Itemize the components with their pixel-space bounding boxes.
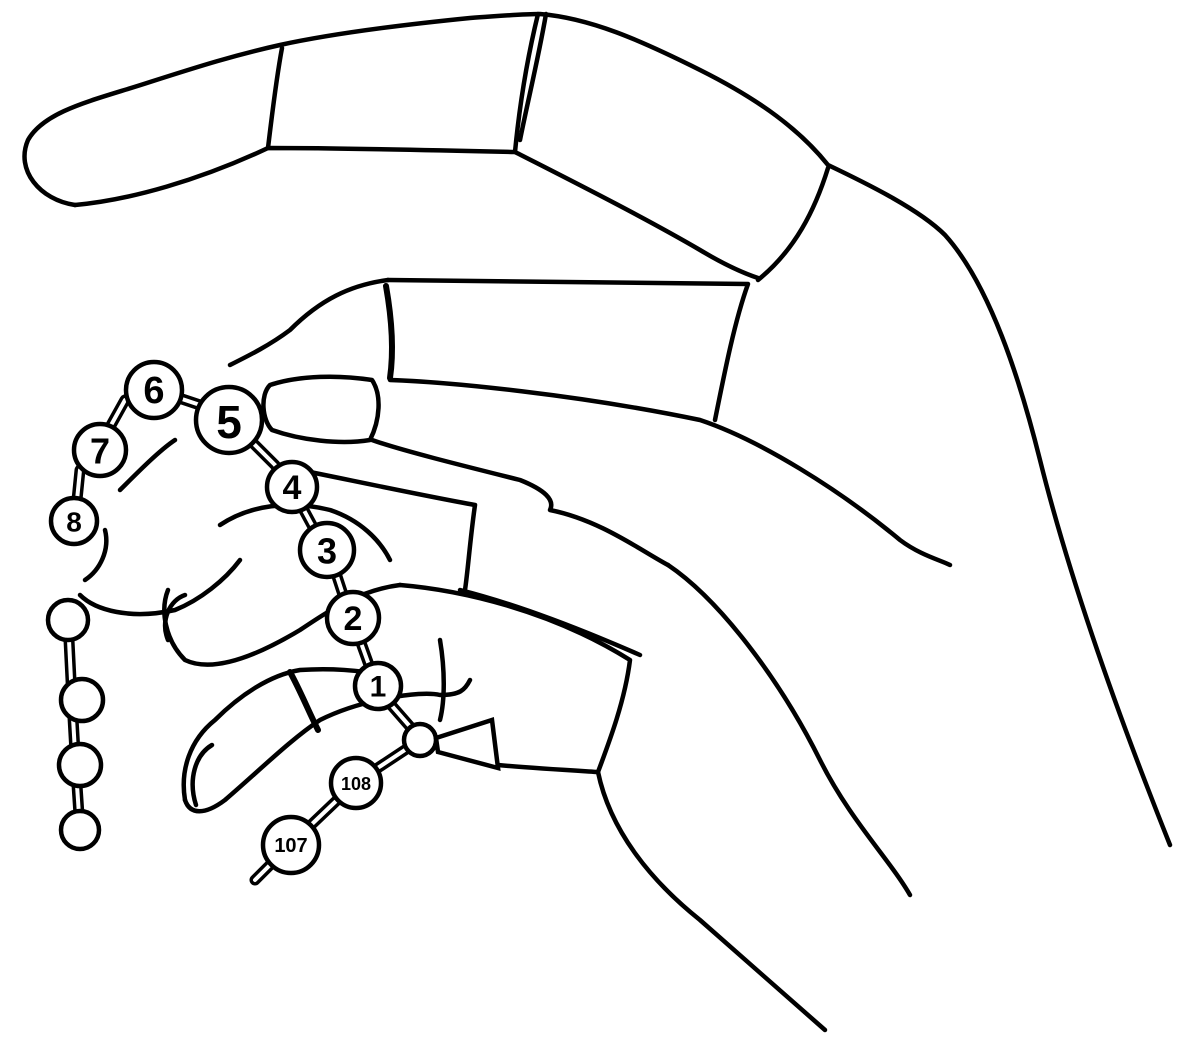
bead-2-label: 2 xyxy=(344,600,363,638)
plain-bead xyxy=(61,679,103,721)
bead-4: 4 xyxy=(267,462,317,512)
bead-6: 6 xyxy=(126,362,182,418)
thumb-base xyxy=(498,765,825,1030)
index-joint-3 xyxy=(758,168,828,280)
bead-8-label: 8 xyxy=(66,507,82,538)
ring-finger-outline xyxy=(263,377,378,442)
thumb-nail xyxy=(193,745,212,805)
tassel xyxy=(436,720,498,768)
bead-8: 8 xyxy=(51,498,97,544)
ring-fingertip xyxy=(80,560,240,614)
bead-4-label: 4 xyxy=(283,469,302,507)
hand-drawing xyxy=(25,14,1170,1030)
guru-bead xyxy=(404,724,436,756)
bead-107: 107 xyxy=(263,817,319,873)
index-finger-underside xyxy=(75,148,758,278)
index-joint-1 xyxy=(268,48,282,148)
plain-bead xyxy=(48,600,88,640)
little-finger-nail xyxy=(165,595,185,640)
middle-finger-tip xyxy=(230,280,388,365)
bead-108: 108 xyxy=(331,758,381,808)
bead-7-label: 7 xyxy=(90,431,110,472)
thumb-joint xyxy=(290,672,318,730)
guru-bead-and-tassel xyxy=(404,720,498,768)
bead-5: 5 xyxy=(196,387,262,453)
bead-1: 1 xyxy=(355,663,401,709)
index-joint-2a xyxy=(515,14,538,152)
palm-edge xyxy=(440,640,444,720)
middle-finger-lower xyxy=(390,380,950,565)
plain-bead xyxy=(61,811,99,849)
bead-3: 3 xyxy=(300,523,354,577)
bead-2: 2 xyxy=(327,592,379,644)
ring-finger-body xyxy=(372,440,668,565)
middle-fingertip xyxy=(120,440,175,490)
bead-6-label: 6 xyxy=(143,370,164,412)
bead-3-label: 3 xyxy=(317,531,337,572)
bead-5-label: 5 xyxy=(216,396,242,448)
bead-1-label: 1 xyxy=(370,671,387,704)
bead-7: 7 xyxy=(74,424,126,476)
palm-line xyxy=(668,565,910,895)
bead-108-label: 108 xyxy=(341,774,371,794)
bead-107-label: 107 xyxy=(274,835,307,857)
plain-bead xyxy=(59,744,101,786)
middle-joint-a xyxy=(386,286,392,378)
